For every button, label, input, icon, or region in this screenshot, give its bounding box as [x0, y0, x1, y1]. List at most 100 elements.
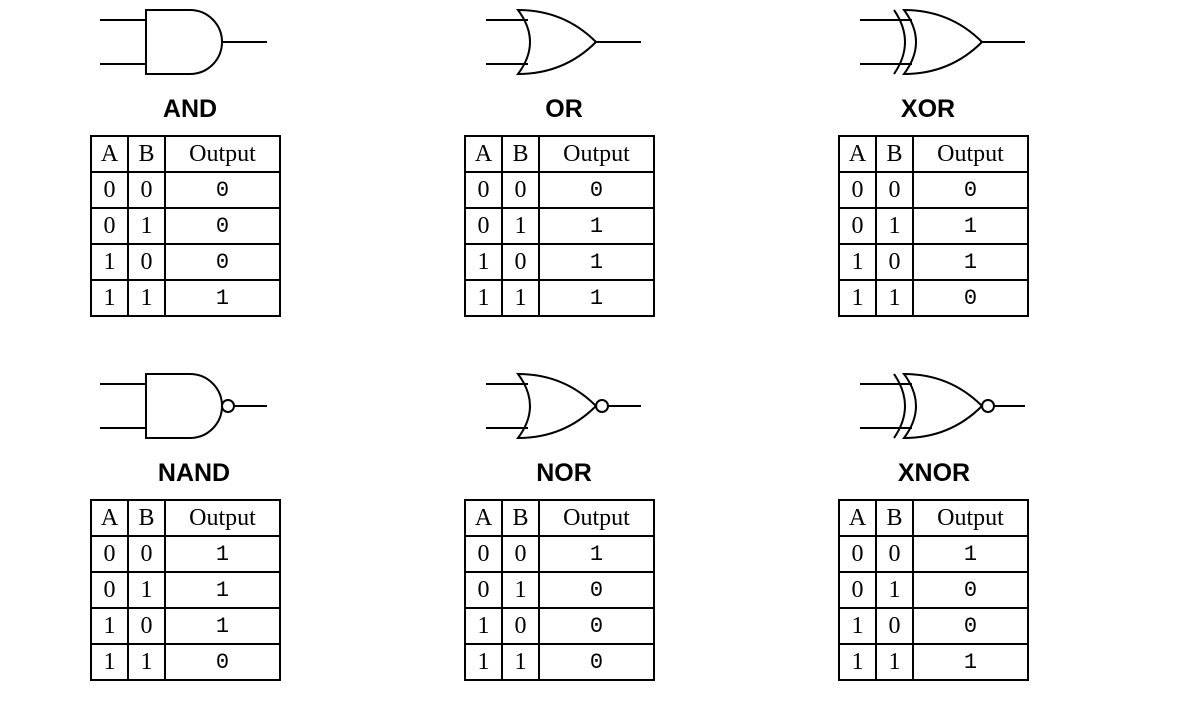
cell-b: 0 [127, 607, 166, 645]
cell-a: 0 [90, 171, 129, 209]
cell-a: 0 [838, 207, 877, 245]
cell-a: 0 [90, 207, 129, 245]
gate-title: XOR [900, 95, 956, 123]
gate-title: OR [545, 95, 583, 123]
cell-a: 1 [838, 279, 877, 317]
header-b: B [127, 499, 166, 537]
cell-a: 0 [464, 171, 503, 209]
header-a: A [90, 499, 129, 537]
cell-output: 0 [164, 643, 281, 681]
cell-a: 0 [464, 535, 503, 573]
cell-a: 1 [464, 607, 503, 645]
cell-output: 0 [538, 643, 655, 681]
cell-a: 0 [838, 171, 877, 209]
cell-a: 1 [464, 243, 503, 281]
cell-b: 0 [501, 607, 540, 645]
cell-output: 1 [164, 535, 281, 573]
cell-output: 0 [164, 207, 281, 245]
table-header-row: A B Output [464, 499, 655, 537]
cell-b: 0 [875, 171, 914, 209]
cell-b: 1 [501, 207, 540, 245]
nand-gate-symbol-icon [100, 373, 267, 439]
cell-b: 0 [127, 171, 166, 209]
cell-output: 0 [164, 171, 281, 209]
header-output: Output [164, 499, 281, 537]
cell-a: 0 [464, 571, 503, 609]
cell-a: 0 [90, 571, 129, 609]
cell-output: 0 [538, 571, 655, 609]
cell-output: 0 [538, 607, 655, 645]
table-header-row: A B Output [464, 135, 655, 173]
cell-output: 0 [538, 171, 655, 209]
cell-output: 1 [538, 279, 655, 317]
header-output: Output [912, 499, 1029, 537]
xor-gate-symbol-icon [860, 8, 1025, 76]
cell-b: 1 [501, 571, 540, 609]
cell-a: 0 [90, 535, 129, 573]
cell-a: 1 [838, 243, 877, 281]
cell-a: 0 [464, 207, 503, 245]
table-header-row: A B Output [838, 135, 1029, 173]
header-b: B [875, 135, 914, 173]
table-header-row: A B Output [90, 499, 281, 537]
cell-a: 1 [838, 607, 877, 645]
cell-b: 1 [875, 279, 914, 317]
table-header-row: A B Output [838, 499, 1029, 537]
gate-title: NOR [536, 459, 592, 487]
header-output: Output [164, 135, 281, 173]
cell-output: 1 [912, 535, 1029, 573]
cell-b: 1 [875, 207, 914, 245]
nor-gate-symbol-icon [486, 372, 641, 440]
header-output: Output [538, 135, 655, 173]
cell-a: 1 [90, 643, 129, 681]
cell-b: 0 [501, 171, 540, 209]
or-gate-symbol-icon [486, 8, 641, 76]
header-a: A [464, 135, 503, 173]
cell-output: 0 [912, 571, 1029, 609]
header-a: A [90, 135, 129, 173]
cell-b: 1 [875, 643, 914, 681]
header-b: B [501, 135, 540, 173]
cell-b: 0 [875, 535, 914, 573]
table-header-row: A B Output [90, 135, 281, 173]
cell-a: 1 [464, 643, 503, 681]
cell-output: 1 [538, 243, 655, 281]
header-a: A [838, 499, 877, 537]
cell-b: 1 [127, 643, 166, 681]
gate-title: NAND [157, 459, 231, 487]
header-output: Output [538, 499, 655, 537]
cell-b: 1 [127, 207, 166, 245]
cell-a: 0 [838, 571, 877, 609]
cell-b: 1 [501, 643, 540, 681]
cell-output: 1 [538, 535, 655, 573]
cell-output: 1 [912, 243, 1029, 281]
cell-output: 0 [912, 171, 1029, 209]
cell-b: 0 [875, 607, 914, 645]
cell-a: 0 [838, 535, 877, 573]
cell-output: 0 [164, 243, 281, 281]
cell-b: 0 [875, 243, 914, 281]
